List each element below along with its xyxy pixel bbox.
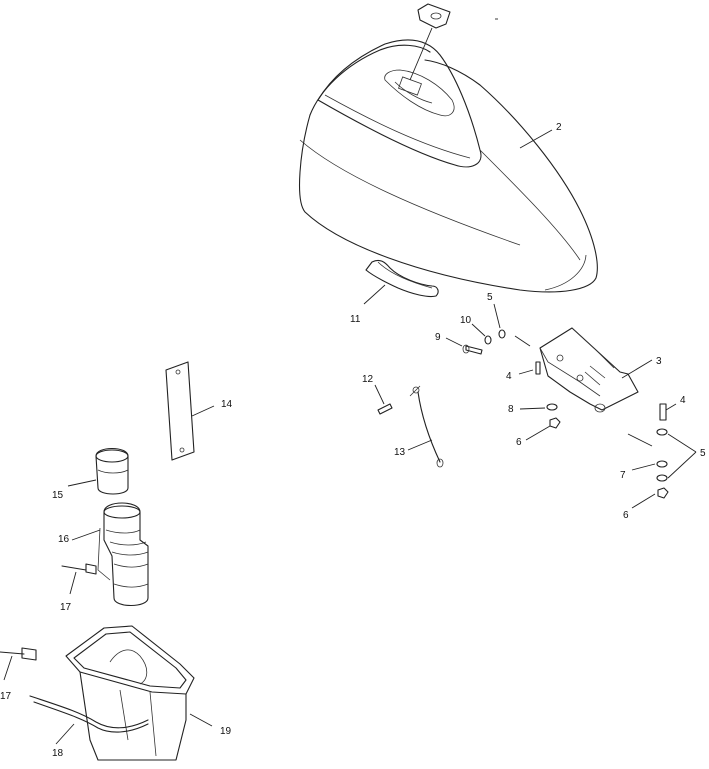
callout-19: 19 bbox=[220, 726, 232, 737]
callout-5a: 5 bbox=[487, 292, 493, 303]
callout-18: 18 bbox=[52, 748, 64, 759]
part-15-filter bbox=[67, 447, 129, 495]
part-13-rod bbox=[407, 385, 444, 468]
part-17-fitting-lower bbox=[0, 647, 37, 681]
callout-10: 10 bbox=[460, 315, 472, 326]
callout-9: 9 bbox=[435, 332, 441, 343]
callout-17a: 17 bbox=[60, 602, 72, 613]
part-18-hose bbox=[29, 695, 149, 745]
part-hardware-upper bbox=[445, 303, 561, 441]
callout-5b: 5 bbox=[700, 448, 706, 459]
callout-6b: 6 bbox=[623, 510, 629, 521]
part-hood bbox=[299, 39, 598, 293]
callout-15: 15 bbox=[52, 490, 64, 501]
part-19-airbox bbox=[65, 625, 213, 761]
callout-8: 8 bbox=[508, 404, 514, 415]
callout-3: 3 bbox=[656, 356, 662, 367]
callout-4b: 4 bbox=[680, 395, 686, 406]
part-12-pin bbox=[374, 384, 393, 415]
part-clip-top bbox=[409, 3, 498, 81]
callout-4a: 4 bbox=[506, 371, 512, 382]
callout-13: 13 bbox=[394, 447, 406, 458]
callout-16: 16 bbox=[58, 534, 70, 545]
callout-6a: 6 bbox=[516, 437, 522, 448]
part-14-plate bbox=[165, 361, 215, 461]
callout-17b: 17 bbox=[0, 691, 12, 702]
part-11-bracket bbox=[363, 259, 439, 305]
part-17-screw-upper bbox=[61, 563, 97, 595]
part-3-plate bbox=[514, 327, 653, 413]
callout-2: 2 bbox=[556, 122, 562, 133]
callout-labels: 2 3 4 4 5 5 6 6 7 8 9 10 11 12 13 14 15 … bbox=[0, 122, 706, 759]
callout-14: 14 bbox=[221, 399, 233, 410]
callout-7: 7 bbox=[620, 470, 626, 481]
part-16-boot bbox=[71, 502, 149, 607]
callout-12: 12 bbox=[362, 374, 374, 385]
callout-11: 11 bbox=[350, 314, 361, 325]
part-hardware-right bbox=[627, 403, 697, 509]
